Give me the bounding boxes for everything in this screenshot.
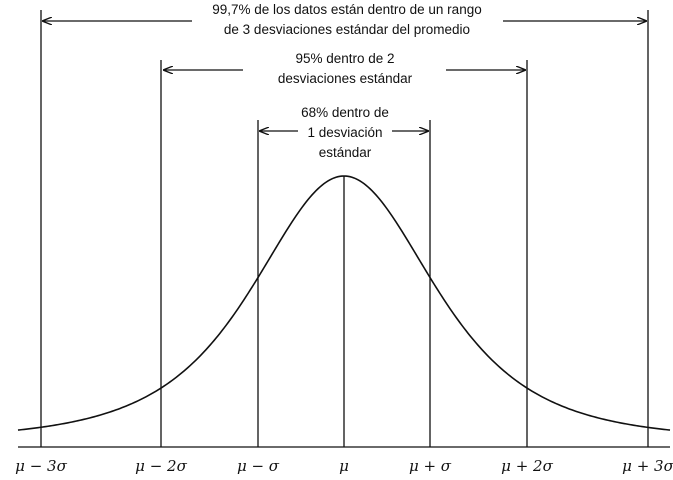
axis-label-mu-plus-sigma: μ + σ <box>409 457 452 475</box>
one-sd-caption-line3: estándar <box>319 145 372 160</box>
one-sd-caption-line2: 1 desviación <box>307 125 382 140</box>
axis-label-mu-minus-3sigma: μ − 3σ <box>15 457 67 475</box>
axis-label-mu-minus-sigma: μ − σ <box>237 457 280 475</box>
axis-label-mu-plus-3sigma: μ + 3σ <box>622 457 673 475</box>
axis-label-mu: μ <box>339 457 349 475</box>
one-sd-caption-line1: 68% dentro de <box>301 105 389 120</box>
two-sd-caption-line1: 95% dentro de 2 <box>295 51 394 66</box>
axis-label-mu-plus-2sigma: μ + 2σ <box>501 457 553 475</box>
three-sd-caption-line2: de 3 desviaciones estándar del promedio <box>224 22 470 37</box>
two-sd-caption-line2: desviaciones estándar <box>278 71 413 86</box>
three-sd-caption-line1: 99,7% de los datos están dentro de un ra… <box>212 2 481 17</box>
axis-label-mu-minus-2sigma: μ − 2σ <box>135 457 187 475</box>
